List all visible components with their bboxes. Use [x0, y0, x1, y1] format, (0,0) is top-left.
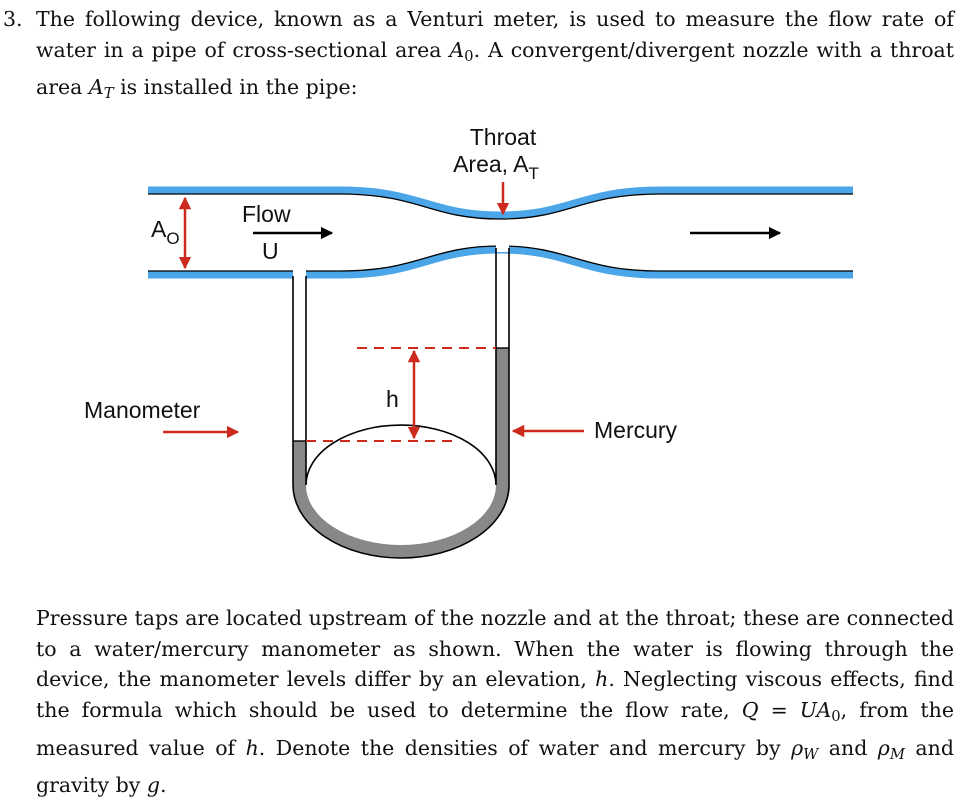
- closing-text-1: Pressure taps are located upstream of th…: [36, 606, 954, 692]
- var-rho-m: ρ: [877, 735, 890, 760]
- mercury-label: Mercury: [594, 417, 678, 443]
- var-a-sub: 0: [831, 707, 841, 725]
- h-label: h: [386, 386, 399, 412]
- problem-number: 3.: [3, 7, 23, 31]
- equals-sign: =: [758, 697, 800, 722]
- u-label: U: [262, 238, 279, 264]
- var-u: U: [799, 697, 817, 722]
- mercury-column: [293, 348, 509, 558]
- closing-text-3: , from the measured value of: [36, 697, 954, 760]
- throat-label-line2: Area, AT: [453, 151, 539, 183]
- intro-text-2: . A convergent/divergent nozzle with a t…: [36, 37, 954, 100]
- flow-label: Flow: [242, 201, 291, 227]
- var-at-sub: T: [103, 85, 114, 103]
- var-h-1: h: [595, 667, 609, 692]
- a0-label: AO: [151, 216, 180, 248]
- var-rho-w: ρ: [791, 735, 804, 760]
- intro-text-3: is installed in the pipe:: [113, 75, 358, 100]
- closing-text-4: . Denote the densities of water and merc…: [258, 735, 792, 760]
- manometer-label: Manometer: [84, 397, 201, 423]
- problem-intro: 3. The following device, known as a Ventu…: [3, 4, 954, 110]
- closing-text-2: . Neglecting viscous effects, find the f…: [36, 667, 954, 722]
- throat-label-line1: Throat: [470, 124, 537, 150]
- venturi-meter-diagram: h AO Throat Area, AT Flow U Manometer Me…: [84, 124, 853, 559]
- var-a0-sub: 0: [464, 47, 474, 65]
- var-h-2: h: [245, 735, 259, 760]
- var-q: Q: [741, 697, 759, 722]
- var-rho-m-sub: M: [889, 745, 905, 763]
- var-a: A: [816, 697, 832, 722]
- manometer-u-tube: [292, 242, 510, 559]
- intro-text-1: The following device, known as a Venturi…: [36, 7, 954, 62]
- var-g: g: [146, 773, 160, 798]
- var-at: A: [88, 75, 104, 100]
- closing-text-7: .: [159, 773, 167, 798]
- problem-closing: Pressure taps are located upstream of th…: [36, 603, 954, 801]
- closing-text-5: and: [818, 735, 878, 760]
- var-rho-w-sub: W: [803, 745, 819, 763]
- var-a0: A: [449, 37, 465, 62]
